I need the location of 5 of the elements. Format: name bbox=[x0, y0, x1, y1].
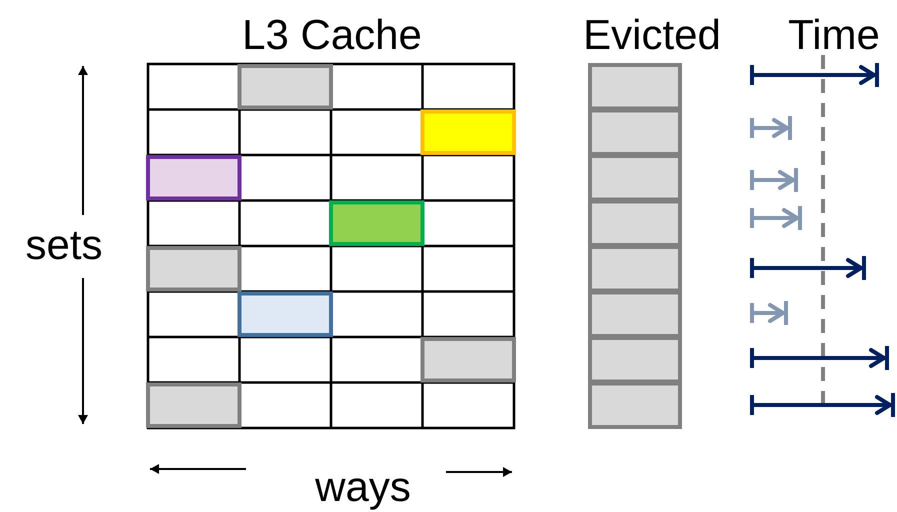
label-text: sets bbox=[25, 224, 103, 266]
label-text: Evicted bbox=[583, 14, 721, 56]
label-text: L3 Cache bbox=[242, 14, 422, 56]
label-text: ways bbox=[315, 466, 411, 508]
label-text: Time bbox=[788, 14, 880, 56]
